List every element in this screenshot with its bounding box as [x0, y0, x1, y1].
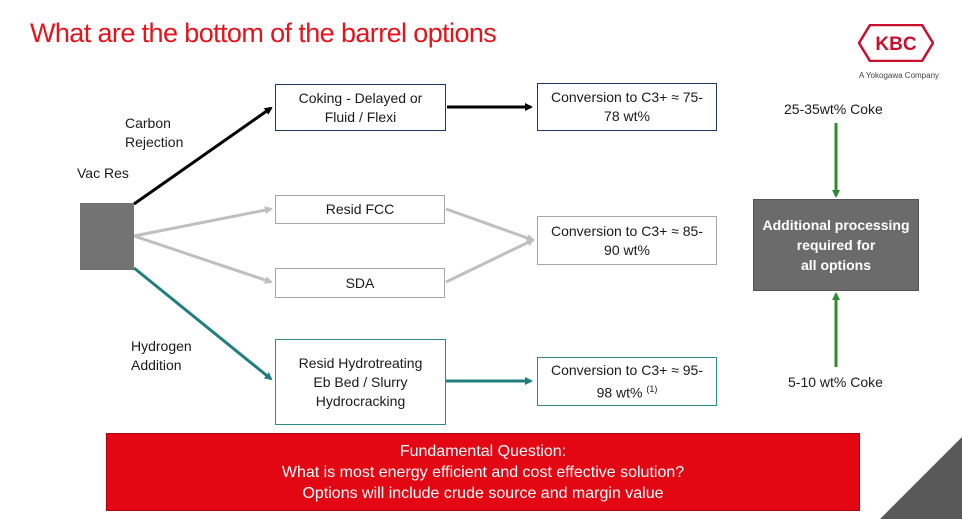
coke-low-label: 5-10 wt% Coke [788, 374, 883, 390]
arrow-fcc-to-conversion [445, 207, 535, 242]
kbc-logo: KBC [858, 24, 934, 62]
conversion-box-hydro: Conversion to C3+ ≈ 95- 98 wt% (1) [537, 357, 717, 406]
sda-box: SDA [275, 268, 445, 298]
footnote-marker: (1) [646, 383, 658, 394]
coking-box: Coking - Delayed or Fluid / Flexi [275, 84, 446, 131]
arrow-vacres-to-coking [133, 106, 273, 206]
conversion-box-fcc-sda: Conversion to C3+ ≈ 85- 90 wt% [537, 216, 717, 265]
carbon-rejection-label: Carbon Rejection [125, 115, 184, 150]
arrow-vacres-to-fcc [133, 206, 273, 238]
vac-res-block [80, 203, 134, 270]
vac-res-label: Vac Res [77, 165, 129, 181]
arrow-sda-to-conversion [445, 238, 535, 284]
logo-tagline: A Yokogawa Company [858, 71, 940, 80]
logo-text: KBC [875, 34, 916, 55]
fundamental-note: Options will include crude source and ma… [302, 484, 664, 502]
coke-high-label: 25-35wt% Coke [784, 101, 883, 117]
hydrogen-addition-label: Hydrogen Addition [131, 338, 192, 373]
corner-decoration [880, 437, 962, 519]
fundamental-heading: Fundamental Question: [399, 442, 567, 460]
resid-fcc-box: Resid FCC [275, 195, 445, 224]
arrow-vacres-to-sda [133, 234, 273, 284]
fundamental-question: What is most energy efficient and cost e… [281, 463, 685, 481]
fundamental-question-banner: Fundamental Question: What is most energ… [106, 433, 860, 511]
page-title: What are the bottom of the barrel option… [30, 18, 497, 48]
additional-processing-box: Additional processing required for all o… [753, 199, 919, 291]
hydrotreating-box: Resid Hydrotreating Eb Bed / Slurry Hydr… [275, 339, 446, 425]
arrow-vacres-to-hydro [133, 266, 273, 381]
conversion-box-carbon: Conversion to C3+ ≈ 75- 78 wt% [537, 83, 717, 131]
